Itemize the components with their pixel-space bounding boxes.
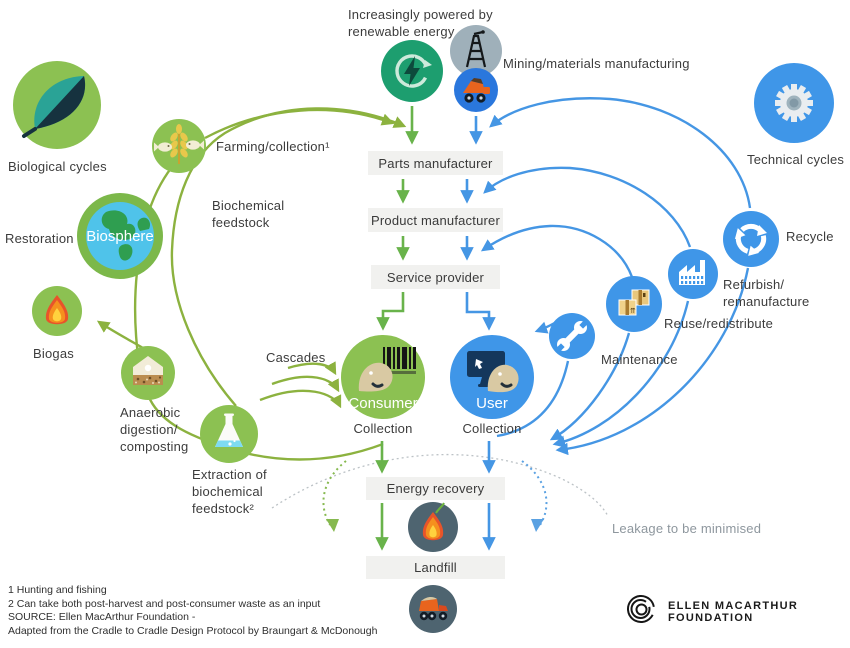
cascade-arc-2 xyxy=(271,375,340,393)
recycle-label: Recycle xyxy=(786,229,834,244)
arc-refurbish-to-collection xyxy=(552,300,690,448)
extraction-circle xyxy=(200,405,258,463)
anaerobic-circle xyxy=(121,346,175,400)
renewable-energy-circle xyxy=(381,40,443,102)
arc-reuse-to-collection xyxy=(549,332,631,441)
flask-icon xyxy=(200,405,258,463)
product-manufacturer-label: Product manufacturer xyxy=(370,212,500,228)
energy-recovery-box: Energy recovery xyxy=(366,477,505,500)
arrow-service-to-consumer xyxy=(376,292,405,331)
refurbish-circle xyxy=(668,249,718,299)
oil-derrick-icon xyxy=(450,25,502,77)
service-provider-box: Service provider xyxy=(371,265,500,289)
technical-arrows xyxy=(460,116,496,551)
biogas-label: Biogas xyxy=(33,346,74,361)
maintenance-label: Maintenance xyxy=(601,352,678,367)
landfill-box: Landfill xyxy=(366,556,505,579)
arc-reuse-to-service xyxy=(480,224,634,278)
maintenance-circle xyxy=(549,313,595,359)
recycle-circle xyxy=(723,211,779,267)
technical-cycles-circle xyxy=(754,63,834,143)
farming-circle xyxy=(152,119,206,173)
gear-icon xyxy=(754,63,834,143)
leakage-label: Leakage to be minimised xyxy=(612,521,762,536)
cascade-arc-1 xyxy=(287,361,337,376)
biological-cycles-label: Biological cycles xyxy=(8,159,107,174)
service-provider-label: Service provider xyxy=(386,269,485,285)
arc-recycle-to-parts xyxy=(489,97,752,209)
factory-icon xyxy=(668,249,718,299)
wheat-fish-icon xyxy=(152,119,206,173)
mining-truck-circle xyxy=(454,68,498,112)
consumer-icon xyxy=(341,335,425,419)
arc-farming-to-parts xyxy=(204,108,395,140)
extraction-label: Extraction of biochemical feedstock² xyxy=(192,467,267,516)
arrow-service-to-user xyxy=(465,292,496,331)
reuse-circle: ⇈ xyxy=(606,276,662,332)
restoration-label: Restoration xyxy=(5,231,74,246)
biogas-circle xyxy=(32,286,82,336)
flame-icon xyxy=(408,502,458,552)
compost-icon xyxy=(121,346,175,400)
cascades-label: Cascades xyxy=(266,350,326,365)
biological-cycles-circle xyxy=(13,61,101,149)
arc-refurbish-to-product xyxy=(483,166,692,248)
leakage-arrows xyxy=(322,460,548,532)
recycle-arrows-icon xyxy=(723,211,779,267)
boxes-icon: ⇈ xyxy=(606,276,662,332)
consumer-label: Consumer xyxy=(348,395,418,412)
arc-collection-to-maintenance xyxy=(496,360,570,438)
biosphere-label: Biosphere xyxy=(86,228,154,245)
earth-icon xyxy=(85,201,155,271)
renewable-energy-icon xyxy=(381,40,443,102)
user-circle: User xyxy=(450,335,534,419)
mining-truck-icon xyxy=(454,68,498,112)
svg-text:⇈: ⇈ xyxy=(630,307,636,315)
leakage-boundary-arc xyxy=(271,453,609,517)
user-icon xyxy=(450,335,534,419)
wrench-icon xyxy=(549,313,595,359)
energy-recovery-circle xyxy=(408,502,458,552)
technical-cycles-label: Technical cycles xyxy=(747,152,845,167)
leaf-icon xyxy=(13,61,101,149)
flame-icon xyxy=(32,286,82,336)
landfill-label: Landfill xyxy=(414,560,457,575)
mining-label: Mining/materials manufacturing xyxy=(503,56,690,71)
cascade-arc-3 xyxy=(259,389,342,409)
farming-label: Farming/collection¹ xyxy=(216,139,330,154)
parts-manufacturer-label: Parts manufacturer xyxy=(378,155,493,171)
biochemical-feedstock-label: Biochemical feedstock xyxy=(212,198,285,230)
biological-arrows xyxy=(375,106,419,551)
energy-recovery-label: Energy recovery xyxy=(386,481,485,496)
landfill-truck-circle xyxy=(409,585,457,633)
footnotes: 1 Hunting and fishing 2 Can take both po… xyxy=(8,584,378,637)
collection-label-bio: Collection xyxy=(353,421,413,436)
collection-label-tech: Collection xyxy=(462,421,522,436)
parts-manufacturer-box: Parts manufacturer xyxy=(368,151,503,175)
landfill-truck-icon xyxy=(409,585,457,633)
arc-recycle-to-collection xyxy=(555,267,750,456)
refurbish-label: Refurbish/ remanufacture xyxy=(723,277,810,309)
renewable-note: Increasingly powered by renewable energy xyxy=(348,7,493,39)
leakage-arrowhead-tech xyxy=(531,519,544,532)
emf-logo-text: ELLEN MACARTHUR FOUNDATION xyxy=(668,599,799,624)
emf-logo: ELLEN MACARTHUR FOUNDATION xyxy=(622,590,850,633)
biosphere-circle: Biosphere xyxy=(77,193,163,279)
consumer-circle: Consumer xyxy=(341,335,425,419)
user-label: User xyxy=(476,395,508,412)
emf-logo-icon xyxy=(622,590,660,633)
arc-feedstock-to-parts xyxy=(170,107,407,407)
leakage-arrowhead-bio xyxy=(326,519,339,532)
product-manufacturer-box: Product manufacturer xyxy=(368,208,503,232)
reuse-label: Reuse/redistribute xyxy=(664,316,774,331)
anaerobic-label: Anaerobic digestion/ composting xyxy=(120,405,189,454)
